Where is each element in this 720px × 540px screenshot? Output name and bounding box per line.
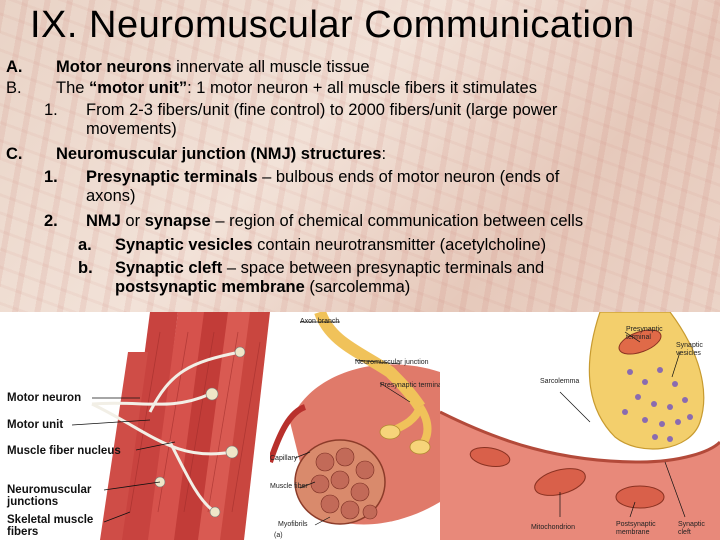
label-presynaptic-terminal-middle: Presynaptic terminal [380, 382, 444, 389]
term: Neuromuscular junction (NMJ) structures [56, 145, 382, 163]
outline-text-c1: Presynaptic terminals – bulbous ends of … [86, 168, 559, 187]
label-myofibrils: Myofibrils [278, 521, 308, 528]
outline-text-a: Motor neurons innervate all muscle tissu… [56, 58, 370, 77]
label-line: Synaptic [676, 342, 703, 349]
label-line: vesicles [676, 350, 701, 357]
label-neuromuscular-junction: Neuromuscular junction [355, 359, 429, 366]
outline-item-c2-marker: 2. [44, 212, 58, 230]
outline-item-b1-marker: 1. [44, 101, 58, 119]
text: (sarcolemma) [304, 278, 411, 296]
text: or [120, 212, 145, 230]
label-line: Neuromuscular [7, 484, 92, 496]
outline-text-c2: NMJ or synapse – region of chemical comm… [86, 212, 583, 231]
text: – region of chemical communication betwe… [210, 212, 584, 230]
label-line: cleft [678, 529, 691, 536]
text: : [381, 145, 387, 163]
label-sarcolemma: Sarcolemma [540, 378, 580, 385]
label-synaptic-vesicles: Synaptic vesicles [676, 342, 703, 358]
term: Presynaptic terminals [86, 168, 258, 186]
outline-item-c: C. [6, 145, 23, 163]
label-line: fibers [7, 526, 39, 538]
text: innervate all muscle tissue [171, 58, 370, 76]
copyright-caption-left [2, 321, 3, 326]
outline-item-c2a-marker: a. [78, 236, 92, 254]
label-line: Presynaptic [626, 326, 663, 333]
text: contain neurotransmitter (acetylcholine) [252, 236, 547, 254]
label-line: Synaptic [678, 521, 705, 528]
synaptic-vesicles [622, 367, 693, 442]
term: Synaptic cleft [115, 259, 223, 277]
anatomy-figure: Motor neuron Motor unit Muscle fiber nuc… [0, 312, 720, 540]
label-muscle-fiber: Muscle fiber [270, 483, 308, 490]
label-neuromuscular-junctions: Neuromuscular junctions [7, 484, 91, 508]
outline-text-c: Neuromuscular junction (NMJ) structures: [56, 145, 386, 164]
outline-text-b1-cont: movements) [86, 120, 177, 138]
label-skeletal-muscle-fibers: Skeletal muscle fibers [7, 514, 93, 538]
text: – space between presynaptic terminals an… [222, 259, 545, 277]
label-postsynaptic-membrane: Postsynaptic membrane [616, 521, 656, 537]
term: Motor neurons [56, 58, 172, 76]
outline-text-c2b: Synaptic cleft – space between presynapt… [115, 259, 544, 278]
presynaptic-terminal-bulb [379, 424, 401, 440]
outline-item-b: B. [6, 79, 22, 98]
outline-text-b: The “motor unit”: 1 motor neuron + all m… [56, 79, 537, 98]
leader-lines [71, 397, 176, 523]
outline-text-c2a: Synaptic vesicles contain neurotransmitt… [115, 236, 546, 255]
label-axon-branch: Axon branch [300, 318, 340, 325]
label-line: junctions [7, 496, 59, 508]
slide-title: IX. Neuromuscular Communication [30, 4, 635, 46]
term: “motor unit” [89, 79, 188, 97]
label-capillary: Capillary [270, 455, 298, 462]
label-mitochondrion: Mitochondrion [531, 524, 575, 531]
label-line: Skeletal muscle [7, 514, 94, 526]
term: NMJ [86, 212, 121, 230]
label-line: terminal [626, 334, 651, 341]
text: The [56, 79, 90, 97]
axon-branch [314, 312, 425, 411]
term: postsynaptic membrane [115, 278, 305, 296]
sarcolemma-fold [440, 410, 720, 464]
marker: A. [6, 58, 23, 76]
neuromuscular-junction-dots [154, 346, 246, 518]
outline-item-c2b-marker: b. [78, 259, 93, 277]
outline-text-c2b-cont: postsynaptic membrane (sarcolemma) [115, 278, 410, 297]
label-panel-a: (a) [274, 532, 283, 539]
text: – bulbous ends of motor neuron (ends of [257, 168, 560, 186]
text: : 1 motor neuron + all muscle fibers it … [187, 79, 537, 97]
term: Synaptic vesicles [115, 236, 253, 254]
outline-item-c1-marker: 1. [44, 168, 58, 186]
label-presynaptic-terminal-right: Presynaptic terminal [626, 326, 663, 342]
label-line: Postsynaptic [616, 521, 656, 528]
label-synaptic-cleft: Synaptic cleft [678, 521, 705, 537]
capillary [270, 404, 307, 463]
motor-unit-illustration [0, 312, 270, 540]
term: synapse [144, 212, 211, 230]
label-muscle-fiber-nucleus: Muscle fiber nucleus [7, 445, 121, 457]
label-motor-unit: Motor unit [7, 419, 64, 431]
marker: B. [6, 79, 22, 97]
synapse-detail-illustration [440, 312, 720, 540]
label-line: membrane [616, 529, 650, 536]
motor-neuron-axons [91, 350, 241, 514]
nmj-cross-section-illustration [270, 312, 440, 540]
outline-item-a: A. [6, 58, 23, 77]
outline-text-b1: From 2-3 fibers/unit (fine control) to 2… [86, 101, 558, 119]
outline-text-c1-cont: axons) [86, 187, 136, 205]
label-motor-neuron: Motor neuron [7, 392, 82, 404]
